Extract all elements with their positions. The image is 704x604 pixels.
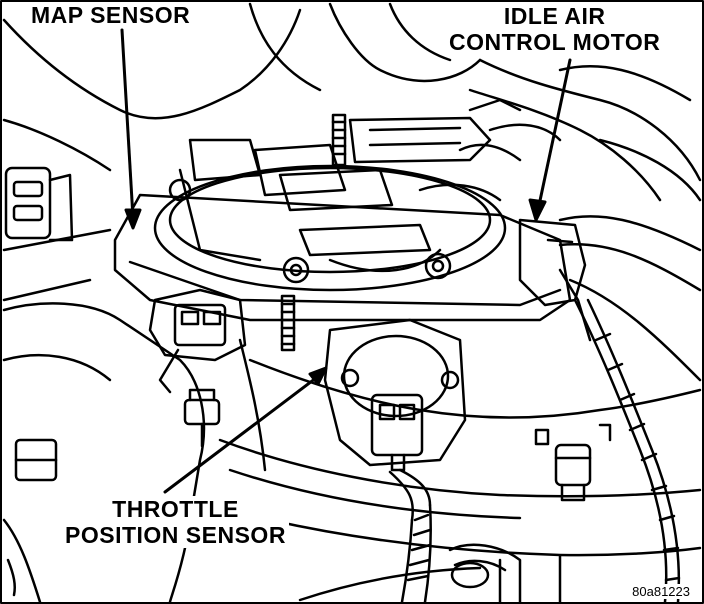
- throttle-body: [113, 98, 592, 352]
- left-connector-cluster: [2, 166, 112, 302]
- figure-id: 80a81223: [630, 584, 692, 599]
- throttle-position-sensor-label: THROTTLE POSITION SENSOR: [62, 496, 289, 548]
- iac-arrowhead: [528, 198, 547, 222]
- right-wire-harness: [573, 298, 681, 604]
- map-sensor-arrowhead: [124, 208, 142, 230]
- background-ducts: [2, 2, 702, 382]
- leader-lines: [120, 28, 572, 494]
- tps-label-line1: THROTTLE: [112, 496, 239, 522]
- tps-label-line2: POSITION SENSOR: [65, 522, 286, 548]
- map-sensor-connector: [148, 288, 267, 472]
- map-sensor-label: MAP SENSOR: [28, 2, 194, 28]
- iac-leader: [536, 58, 572, 212]
- tps-arrowhead: [308, 366, 328, 386]
- idle-air-label-line1: IDLE AIR: [503, 3, 606, 29]
- map-sensor-leader: [120, 28, 135, 220]
- idle-air-control-motor-label: IDLE AIR CONTROL MOTOR: [446, 3, 664, 55]
- tps-leader: [163, 373, 322, 494]
- tps-sensor: [323, 318, 467, 604]
- lower-pipe: [448, 543, 522, 604]
- idle-air-label-line2: CONTROL MOTOR: [449, 29, 661, 55]
- map-sensor-label-text: MAP SENSOR: [31, 2, 191, 28]
- intake-manifold: [2, 302, 702, 604]
